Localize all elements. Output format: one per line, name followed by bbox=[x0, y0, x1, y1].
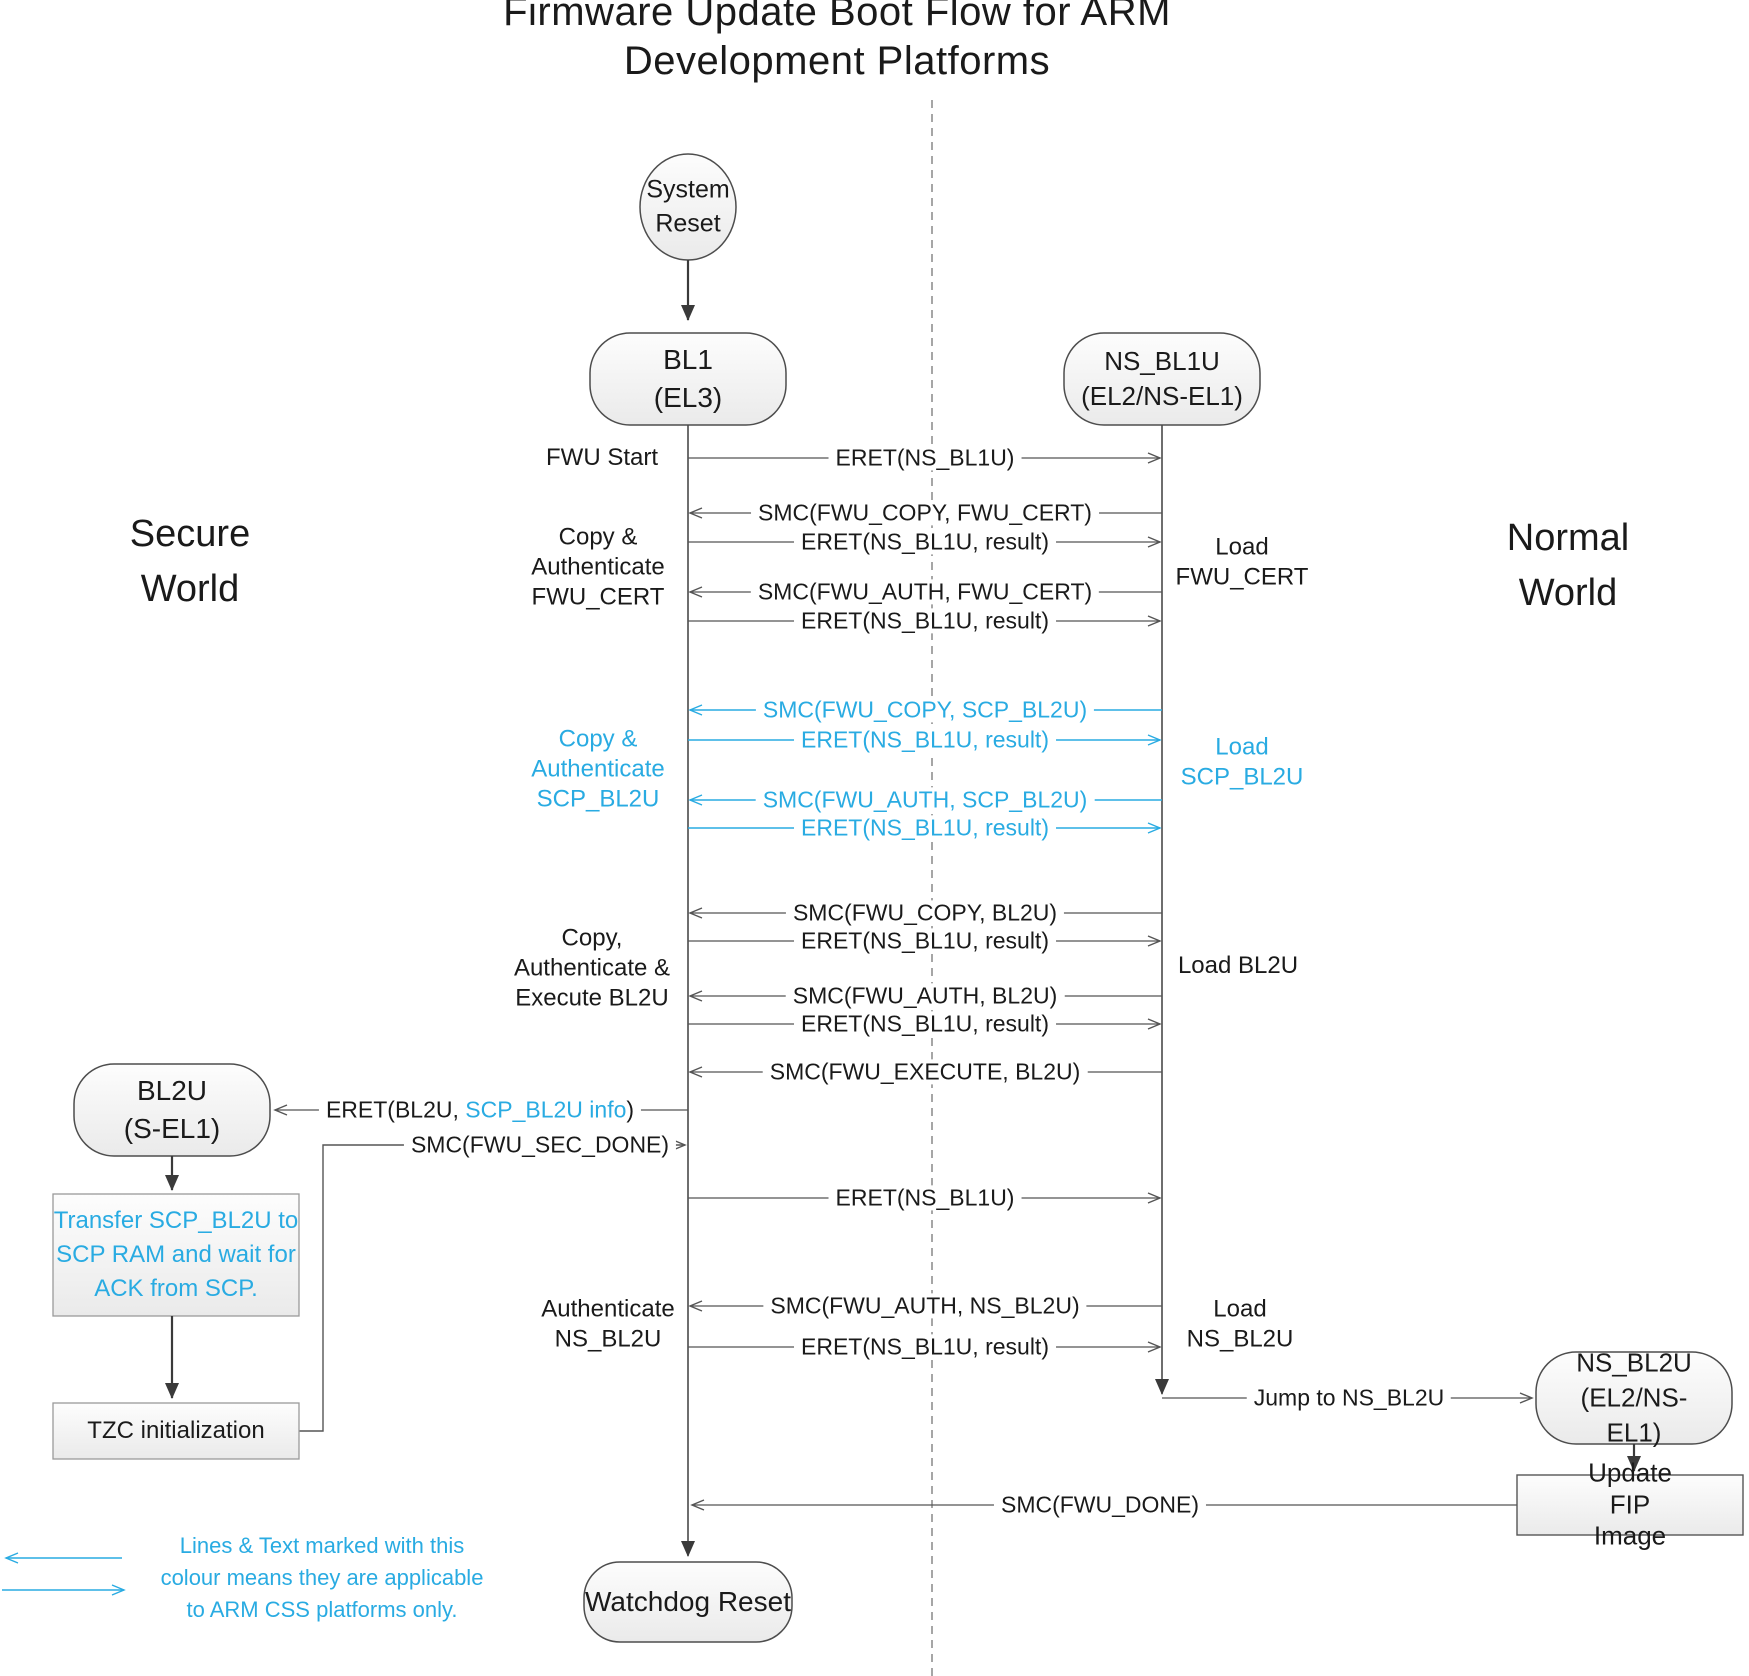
annotation-copy-auth-fwu-cert: Copy & Authenticate FWU_CERT bbox=[531, 523, 665, 610]
message-label: SMC(FWU_AUTH, SCP_BL2U) bbox=[755, 787, 1095, 813]
message-label: ERET(NS_BL1U) bbox=[828, 1185, 1022, 1211]
message-label: ERET(NS_BL1U, result) bbox=[794, 529, 1056, 555]
annotation-fwu-start: FWU Start bbox=[538, 443, 666, 473]
message-label: ERET(NS_BL1U, result) bbox=[794, 815, 1056, 841]
message-label: SMC(FWU_AUTH, BL2U) bbox=[785, 983, 1065, 1009]
annotation-copy-auth-exec-bl2u: Copy, Authenticate & Execute BL2U bbox=[513, 924, 671, 1011]
update-fip-box-shape bbox=[1516, 1474, 1744, 1536]
message-label: SMC(FWU_AUTH, NS_BL2U) bbox=[763, 1293, 1087, 1319]
annotation-load-ns-bl2u: Load NS_BL2U bbox=[1186, 1295, 1294, 1352]
system-reset-node-label: System Reset bbox=[646, 175, 730, 237]
watchdog-reset-node-label: Watchdog Reset bbox=[585, 1586, 791, 1618]
message-label-eret-bl2u: ERET(BL2U, SCP_BL2U info) bbox=[318, 1096, 642, 1123]
watchdog-reset-node-shape bbox=[583, 1561, 793, 1643]
message-label: ERET(NS_BL1U, result) bbox=[794, 928, 1056, 954]
annotation-load-scp-bl2u: Load SCP_BL2U bbox=[1180, 733, 1304, 790]
bl2u-node-label: BL2U (S-EL1) bbox=[123, 1075, 221, 1144]
message-label: SMC(FWU_COPY, FWU_CERT) bbox=[751, 500, 1099, 526]
bl1-node-label: BL1 (EL3) bbox=[653, 344, 723, 413]
annotation-copy-auth-scp-bl2u: Copy & Authenticate SCP_BL2U bbox=[531, 725, 665, 812]
annotation-load-bl2u: Load BL2U bbox=[1177, 952, 1299, 980]
secure-world-label: Secure World bbox=[129, 512, 251, 610]
tzc-box-label: TZC initialization bbox=[87, 1416, 265, 1444]
ns-bl2u-node-label: NS_BL2U (EL2/NS-EL1) bbox=[1576, 1347, 1692, 1448]
message-label: ERET(NS_BL1U, result) bbox=[794, 727, 1056, 753]
message-part: ) bbox=[626, 1096, 635, 1123]
message-label: SMC(FWU_SEC_DONE) bbox=[403, 1132, 677, 1158]
page-title: Firmware Update Boot Flow for ARM Develo… bbox=[503, 0, 1171, 83]
tzc-box-shape bbox=[52, 1402, 300, 1460]
annotation-load-fwu-cert: Load FWU_CERT bbox=[1175, 533, 1309, 590]
annotation-auth-ns-bl2u: Authenticate NS_BL2U bbox=[541, 1295, 675, 1352]
message-label: ERET(NS_BL1U) bbox=[828, 445, 1022, 471]
transfer-scp-box-label: Transfer SCP_BL2U to SCP RAM and wait fo… bbox=[53, 1206, 299, 1303]
message-label: ERET(NS_BL1U, result) bbox=[794, 1011, 1056, 1037]
message-label: ERET(NS_BL1U, result) bbox=[794, 1334, 1056, 1360]
message-label: SMC(FWU_COPY, BL2U) bbox=[785, 900, 1065, 926]
message-part: ERET(BL2U, bbox=[325, 1096, 466, 1123]
message-part-blue: SCP_BL2U info bbox=[465, 1096, 627, 1123]
message-label: SMC(FWU_COPY, SCP_BL2U) bbox=[755, 697, 1095, 723]
message-label: SMC(FWU_AUTH, FWU_CERT) bbox=[750, 579, 1100, 605]
legend-text: Lines & Text marked with this colour mea… bbox=[160, 1533, 484, 1622]
message-label: ERET(NS_BL1U, result) bbox=[794, 608, 1056, 634]
message-label: SMC(FWU_DONE) bbox=[993, 1492, 1207, 1518]
msg-smc-fwu-sec-done-connector bbox=[299, 1139, 687, 1432]
normal-world-label: Normal World bbox=[1506, 516, 1630, 614]
message-label: SMC(FWU_EXECUTE, BL2U) bbox=[762, 1059, 1088, 1085]
transfer-scp-box-shape bbox=[52, 1193, 300, 1317]
update-fip-box-label: Update FIP Image bbox=[1588, 1457, 1672, 1551]
ns-bl1u-node-label: NS_BL1U (EL2/NS-EL1) bbox=[1081, 345, 1243, 411]
message-label: Jump to NS_BL2U bbox=[1246, 1385, 1452, 1411]
